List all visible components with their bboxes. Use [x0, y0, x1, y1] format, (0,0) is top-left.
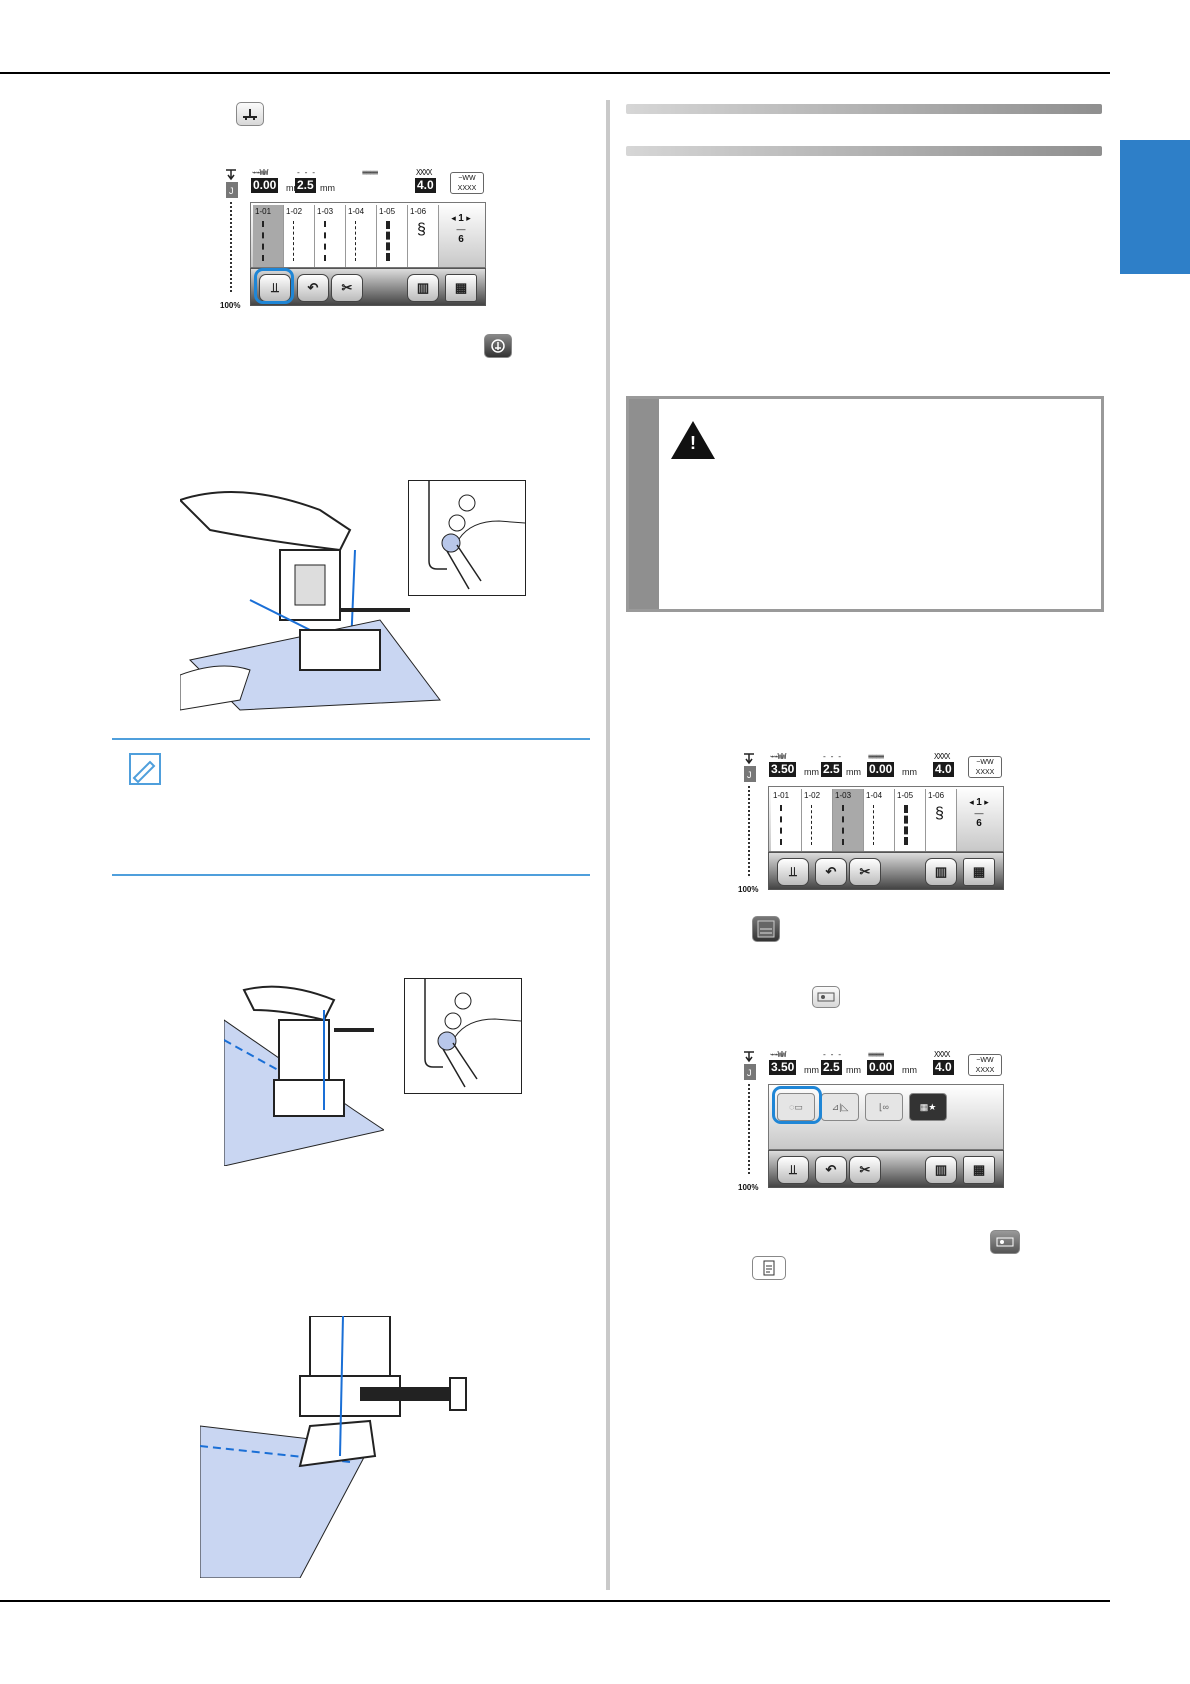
stitch-length-display: - - - 2.5 mm	[821, 1050, 861, 1075]
reverse-key[interactable]: ↶	[815, 858, 847, 886]
zoom-level: 100%	[738, 1183, 759, 1192]
presser-foot-up-icon	[484, 334, 512, 358]
stitch-cell[interactable]: 1-06§	[408, 205, 439, 267]
presser-foot-key[interactable]: ⫫	[777, 858, 809, 886]
mirror-key[interactable]: ⊿|◺	[821, 1093, 859, 1121]
page-indicator[interactable]: ◂ 1 ▸—6	[451, 213, 471, 245]
svg-text:J: J	[747, 770, 752, 780]
close-key-icon	[752, 1256, 786, 1280]
page-indicator[interactable]: ◂ 1 ▸—6	[969, 797, 989, 829]
tension-display: XXXX 4.0	[933, 752, 954, 777]
image-key-icon	[812, 986, 840, 1008]
section-heading-bar	[626, 104, 1102, 114]
warning-stripe	[629, 399, 659, 609]
sewing-foot-illustration-3	[199, 1315, 476, 1579]
stitch-cell[interactable]: 1-02	[802, 789, 833, 851]
stitch-cell[interactable]: 1-01	[253, 205, 284, 267]
image-key[interactable]: ◌▭	[777, 1093, 815, 1121]
stitch-width-display: ⌁⌁WW 0.00 mm	[251, 168, 301, 193]
tension-display: XXXX 4.0	[415, 168, 436, 193]
stitch-width-display: ⌁⌁WW 3.50 mm	[769, 1050, 819, 1075]
highlight-frame	[772, 1086, 822, 1124]
manual-key[interactable]: ▥	[925, 858, 957, 886]
stitch-length-display: - - - 2.5 mm	[295, 168, 335, 193]
sewing-foot-illustration-2	[223, 980, 386, 1167]
thread-cutter-key[interactable]: ✂	[849, 858, 881, 886]
bottom-rule	[0, 1600, 1110, 1602]
stitch-cell[interactable]: 1-02	[284, 205, 315, 267]
stitch-cell[interactable]: 1-01	[771, 789, 802, 851]
lcd-panel-2: J ⌁⌁WW 3.50 mm - - - 2.5 mm ≡≡≡≡ 0.00 mm…	[738, 752, 1008, 894]
reverse-key[interactable]: ↶	[297, 274, 329, 302]
chapter-tab	[1120, 140, 1190, 274]
highlight-frame	[254, 268, 294, 304]
image-key-active-icon	[990, 1230, 1020, 1254]
stitch-width-display: ⌁⌁WW 3.50 mm	[769, 752, 819, 777]
manual-key[interactable]: ▥	[407, 274, 439, 302]
zoom-level: 100%	[738, 885, 759, 894]
stitch-cell[interactable]: 1-05	[377, 205, 408, 267]
presser-foot-lever-icon	[236, 102, 264, 126]
memo-top-rule	[112, 738, 590, 740]
needle-position-display: ≡≡≡≡ 0.00 mm	[867, 1050, 917, 1075]
svg-text:J: J	[229, 186, 234, 196]
twin-needle-key[interactable]: ▦★	[909, 1093, 947, 1121]
warning-icon	[671, 421, 715, 459]
stitch-cell[interactable]: 1-03	[315, 205, 346, 267]
settings-key[interactable]: ▦	[445, 274, 477, 302]
memo-icon	[128, 752, 162, 786]
inset-button-closeup-1	[408, 480, 526, 596]
presser-foot-key[interactable]: ⫫	[777, 1156, 809, 1184]
lcd-panel-3: J ⌁⌁WW 3.50 mm - - - 2.5 mm ≡≡≡≡ 0.00 mm…	[738, 1050, 1008, 1192]
needle-position-display: ≡≡≡≡ 0.00 mm	[867, 752, 917, 777]
stitch-cell[interactable]: 1-03	[833, 789, 864, 851]
svg-text:J: J	[747, 1068, 752, 1078]
needle-position-bar: J	[220, 168, 246, 306]
stitch-selection-area: 1-01 1-02 1-03 1-04 1-05 1-06§ ◂ 1 ▸—6	[768, 786, 1004, 852]
stitch-cell[interactable]: 1-04	[346, 205, 377, 267]
thread-cutter-key[interactable]: ✂	[331, 274, 363, 302]
stitch-length-display: - - - 2.5 mm	[821, 752, 861, 777]
stitch-selection-area: 1-01 1-02 1-03 1-04 1-05 1-06§ ◂ 1 ▸—6	[250, 202, 486, 268]
warning-box: !	[626, 396, 1104, 612]
lcd-panel-1: J ⌁⌁WW 0.00 mm - - - 2.5 mm ≡≡≡≡ XXXX 4.…	[220, 168, 490, 310]
settings-key[interactable]: ▦	[963, 858, 995, 886]
stitch-cell[interactable]: 1-06§	[926, 789, 957, 851]
lcd-key-bar: ⫫ ↶ ✂ ▥ ▦	[768, 1150, 1004, 1188]
reverse-key[interactable]: ↶	[815, 1156, 847, 1184]
sewing-foot-illustration-1	[178, 470, 480, 718]
function-key-area: ◌▭ ⊿|◺ ⌊∞ ▦★	[768, 1084, 1004, 1150]
column-divider	[606, 100, 610, 1590]
memo-bottom-rule	[112, 874, 590, 876]
inset-button-closeup-2	[404, 978, 522, 1094]
needle-stop-key[interactable]: ⌊∞	[865, 1093, 903, 1121]
top-rule	[0, 72, 1110, 74]
thread-cutter-key[interactable]: ✂	[849, 1156, 881, 1184]
stitch-cell[interactable]: 1-04	[864, 789, 895, 851]
subsection-heading-bar	[626, 146, 1102, 156]
lcd-key-bar: ⫫ ↶ ✂ ▥ ▦	[768, 852, 1004, 890]
needle-position-bar: J	[738, 1050, 764, 1188]
tension-display: XXXX 4.0	[933, 1050, 954, 1075]
settings-key-icon	[752, 916, 780, 942]
zoom-level: 100%	[220, 301, 241, 310]
needle-position-bar: J	[738, 752, 764, 890]
needle-position-display: ≡≡≡≡	[362, 168, 378, 177]
manual-key[interactable]: ▥	[925, 1156, 957, 1184]
stitch-cell[interactable]: 1-05	[895, 789, 926, 851]
settings-key[interactable]: ▦	[963, 1156, 995, 1184]
